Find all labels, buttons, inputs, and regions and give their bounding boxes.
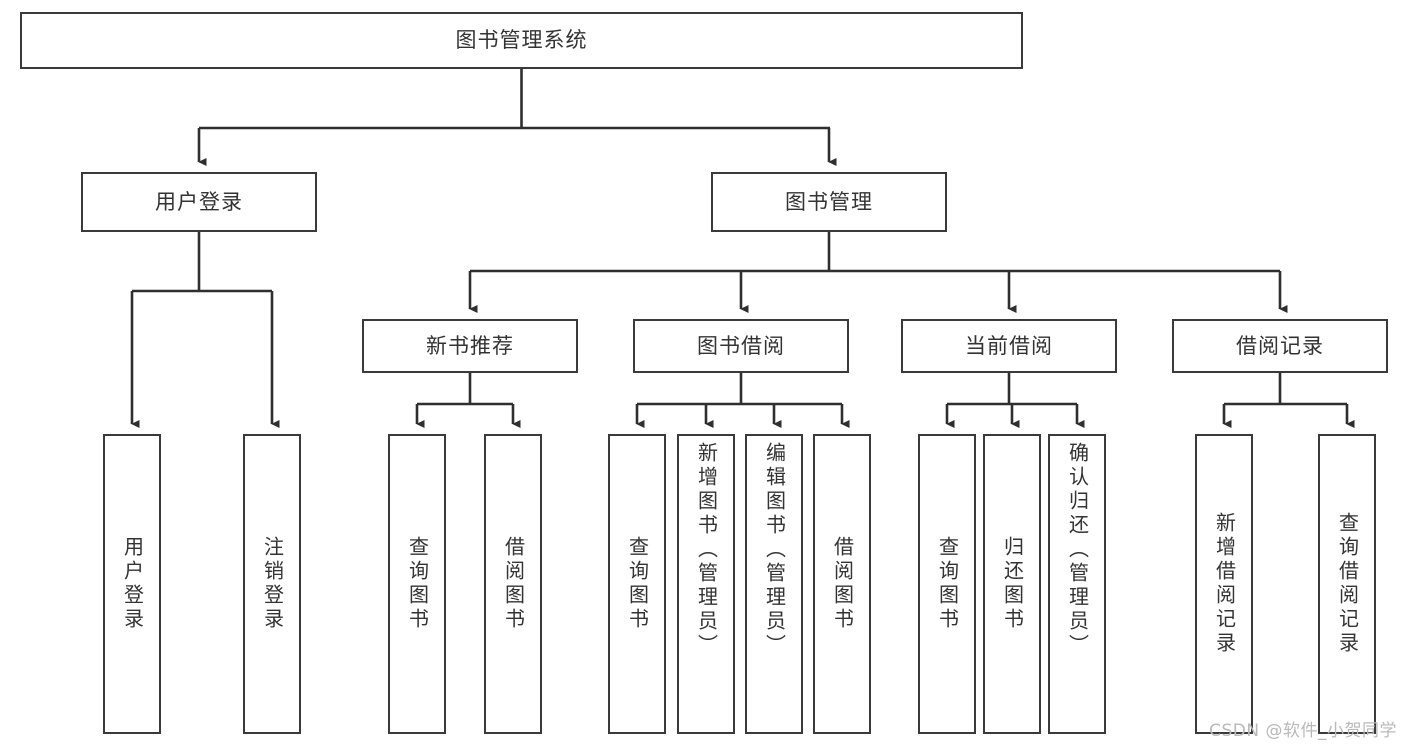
node-book-management[interactable]: 图书管理 (711, 172, 947, 232)
node-leaf-query-book-recommend[interactable]: 查询图书 (388, 434, 446, 734)
node-current-borrow[interactable]: 当前借阅 (901, 319, 1117, 373)
node-leaf-query-borrow-record[interactable]: 查询借阅记录 (1318, 434, 1376, 734)
node-borrow-record[interactable]: 借阅记录 (1172, 319, 1388, 373)
node-label: 查询借阅记录 (1335, 512, 1360, 656)
node-label: 图书管理 (785, 189, 873, 214)
node-label: 借阅记录 (1236, 333, 1324, 358)
node-label: 编辑图书（管理员） (762, 442, 787, 658)
node-leaf-borrow-book[interactable]: 借阅图书 (813, 434, 871, 734)
node-book-borrow[interactable]: 图书借阅 (633, 319, 849, 373)
node-leaf-confirm-return-admin[interactable]: 确认归还（管理员） (1048, 434, 1106, 734)
node-label: 借阅图书 (501, 536, 526, 632)
node-label: 图书借阅 (697, 333, 785, 358)
node-leaf-logout[interactable]: 注销登录 (243, 434, 301, 734)
node-leaf-add-borrow-record[interactable]: 新增借阅记录 (1195, 434, 1253, 734)
node-label: 用户登录 (120, 536, 145, 632)
node-label: 注销登录 (260, 536, 285, 632)
node-label: 归还图书 (1000, 536, 1025, 632)
node-leaf-user-login[interactable]: 用户登录 (103, 434, 161, 734)
node-leaf-return-book[interactable]: 归还图书 (983, 434, 1041, 734)
node-label: 新书推荐 (426, 333, 514, 358)
node-system-title[interactable]: 图书管理系统 (20, 12, 1023, 69)
node-user-login[interactable]: 用户登录 (81, 172, 317, 232)
csdn-watermark: CSDN @软件_小贺同学 (1209, 721, 1397, 741)
node-label: 查询图书 (405, 536, 430, 632)
node-label: 确认归还（管理员） (1065, 442, 1090, 658)
node-label: 新增图书（管理员） (694, 442, 719, 658)
node-leaf-query-book-current[interactable]: 查询图书 (918, 434, 976, 734)
node-leaf-borrow-book-recommend[interactable]: 借阅图书 (484, 434, 542, 734)
node-label: 新增借阅记录 (1212, 512, 1237, 656)
node-label: 用户登录 (155, 189, 243, 214)
node-new-book-recommend[interactable]: 新书推荐 (362, 319, 578, 373)
node-label: 查询图书 (625, 536, 650, 632)
node-label: 图书管理系统 (455, 28, 588, 53)
node-leaf-edit-book-admin[interactable]: 编辑图书（管理员） (745, 434, 803, 734)
node-label: 当前借阅 (965, 333, 1053, 358)
node-label: 查询图书 (935, 536, 960, 632)
node-leaf-add-book-admin[interactable]: 新增图书（管理员） (677, 434, 735, 734)
node-leaf-query-book-borrow[interactable]: 查询图书 (608, 434, 666, 734)
node-label: 借阅图书 (830, 536, 855, 632)
